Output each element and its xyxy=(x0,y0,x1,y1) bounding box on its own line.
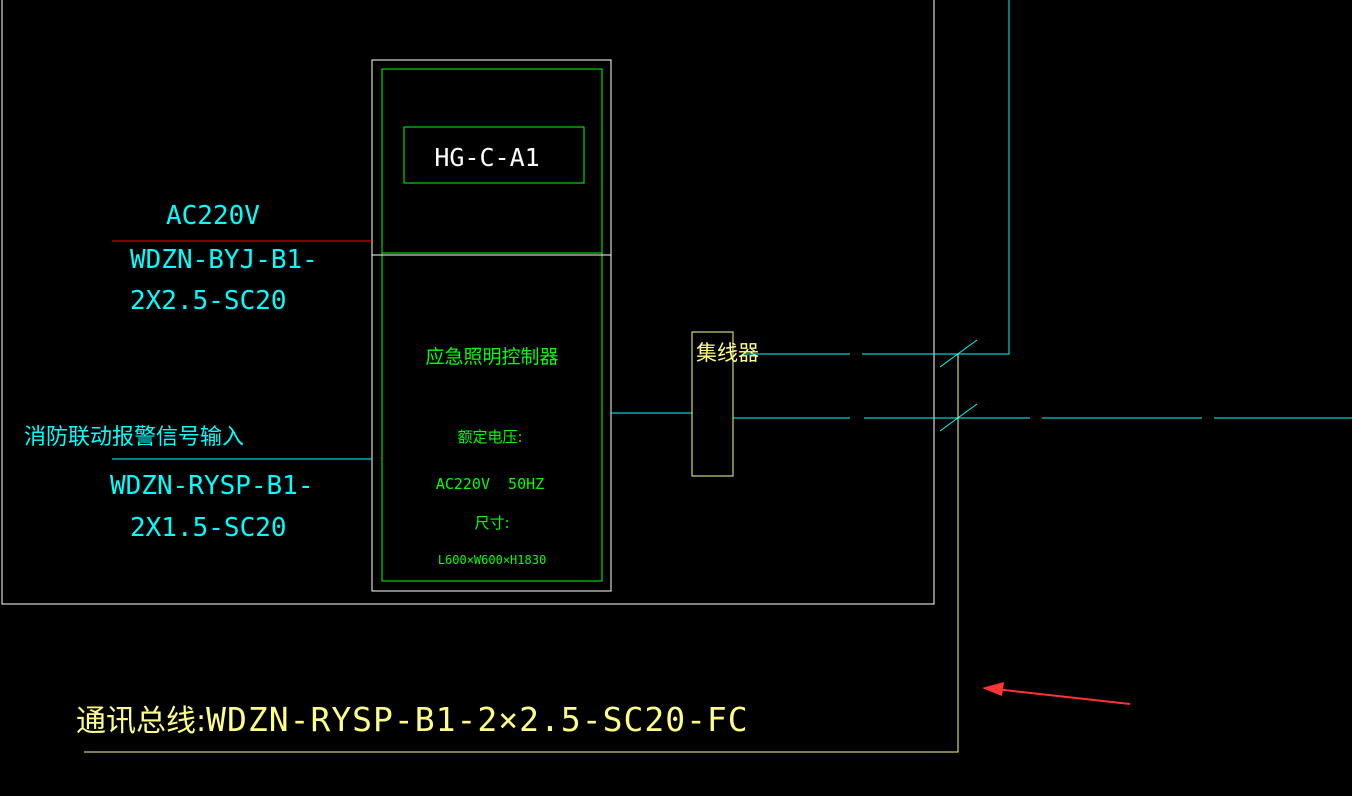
outgoing-lines xyxy=(733,0,1352,432)
annotation-arrow-shaft xyxy=(994,688,1131,705)
controller-size-label: 尺寸: xyxy=(474,514,509,532)
fire-link-cable-line2: 2X1.5-SC20 xyxy=(130,513,287,543)
controller-outer-box xyxy=(371,59,612,592)
controller-model: HG-C-A1 xyxy=(434,143,539,172)
upper-tick-mark xyxy=(939,339,978,368)
fire-link-cable-line1: WDZN-RYSP-B1- xyxy=(110,471,314,501)
bus-label-prefix: 通讯总线: xyxy=(76,704,206,739)
controller-name: 应急照明控制器 xyxy=(425,346,558,368)
power-feed-voltage: AC220V xyxy=(166,201,260,231)
controller-model-box xyxy=(403,126,585,184)
power-feed-cable-line2: 2X2.5-SC20 xyxy=(130,286,287,316)
bus-label: 通讯总线:WDZN-RYSP-B1-2×2.5-SC20-FC xyxy=(76,700,749,739)
outer-frame xyxy=(1,0,935,605)
concentrator-box xyxy=(691,331,734,477)
bus-cable-code: WDZN-RYSP-B1-2×2.5-SC20-FC xyxy=(206,700,749,739)
fire-link-label: 消防联动报警信号输入 xyxy=(24,425,244,450)
annotation-arrow-head xyxy=(982,682,1004,696)
outer-frame-outline xyxy=(1,0,935,605)
upper-outgoing-line-cont xyxy=(862,0,1010,355)
controller-cabinet xyxy=(371,59,612,592)
power-feed-cable-line1: WDZN-BYJ-B1- xyxy=(130,245,318,275)
controller-voltage-label: 额定电压: xyxy=(457,428,522,446)
concentrator-label: 集线器 xyxy=(696,341,759,365)
annotation-arrow xyxy=(982,682,1131,705)
controller-size-value: L600×W600×H1830 xyxy=(438,553,546,567)
controller-voltage-value: AC220V 50HZ xyxy=(436,475,544,493)
communication-bus-line xyxy=(84,354,959,753)
controller-inner-box xyxy=(381,68,603,582)
